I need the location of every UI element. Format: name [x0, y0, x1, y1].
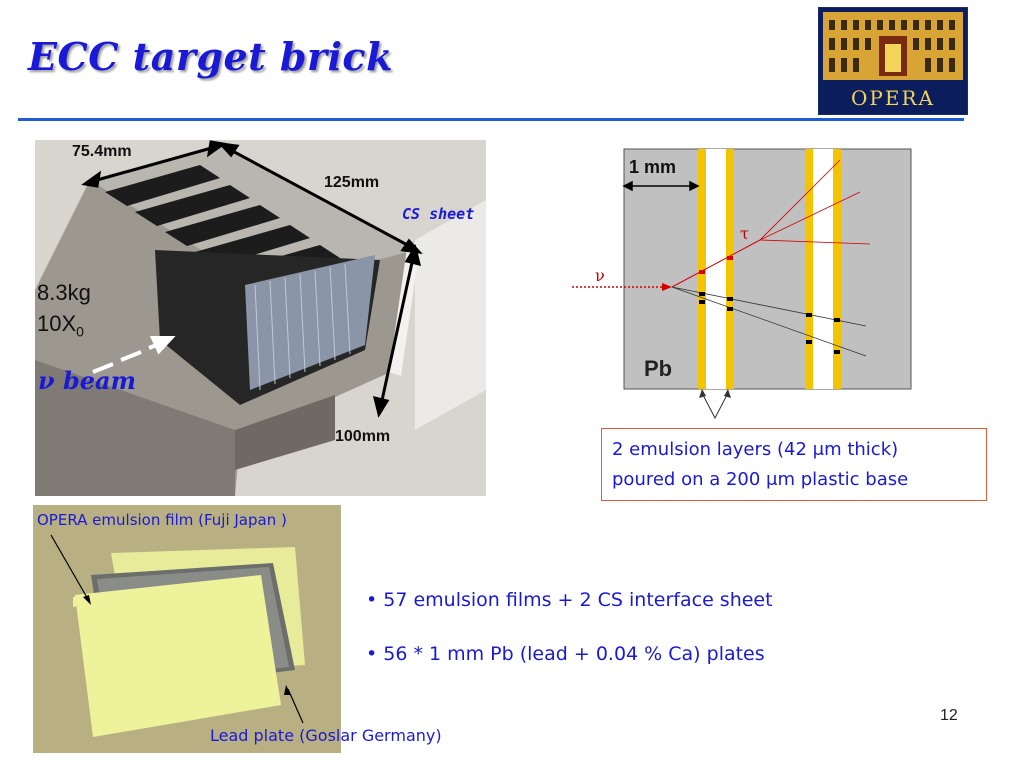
brick-illustration [35, 140, 486, 496]
logo-arches-icon [819, 8, 967, 114]
film-caption: OPERA emulsion film (Fuji Japan ) [37, 511, 287, 529]
emulsion-note-line-2: poured on a 200 μm plastic base [612, 469, 909, 490]
lead-label: Pb [644, 356, 673, 381]
height-dimension-label: 100mm [335, 428, 391, 445]
film-illustration [33, 505, 341, 753]
cs-sheet-label: CS sheet [402, 205, 475, 223]
title-divider [18, 118, 964, 121]
width-dimension-label: 75.4mm [72, 143, 132, 160]
opera-logo: OPERA [818, 7, 968, 115]
emulsion-note-box: 2 emulsion layers (42 μm thick) poured o… [601, 428, 987, 501]
length-dimension-label: 125mm [324, 174, 380, 191]
spacing-label: 1 mm [629, 157, 677, 177]
emulsion-schematic [572, 148, 912, 420]
mass-label: 8.3kg [37, 280, 91, 305]
logo-text: OPERA [851, 86, 935, 110]
radiation-length-value: 10X [37, 311, 77, 336]
emulsion-note-line-1: 2 emulsion layers (42 μm thick) [612, 439, 899, 460]
bullet-lead-plates: • 56 * 1 mm Pb (lead + 0.04 % Ca) plates [366, 643, 765, 665]
page-number: 12 [940, 707, 958, 724]
brick-photo [35, 140, 486, 496]
beam-label: ν beam [38, 366, 137, 395]
tau-label: τ [740, 224, 749, 243]
neutrino-label: ν [595, 266, 605, 285]
radiation-length-label: 10X0 [37, 311, 84, 339]
film-photo [33, 505, 341, 753]
bullet-emulsion-films: • 57 emulsion films + 2 CS interface she… [366, 589, 773, 611]
slide-title: ECC target brick [28, 34, 393, 79]
lead-plate-caption: Lead plate (Goslar Germany) [210, 726, 442, 745]
radiation-length-subscript: 0 [76, 323, 84, 340]
